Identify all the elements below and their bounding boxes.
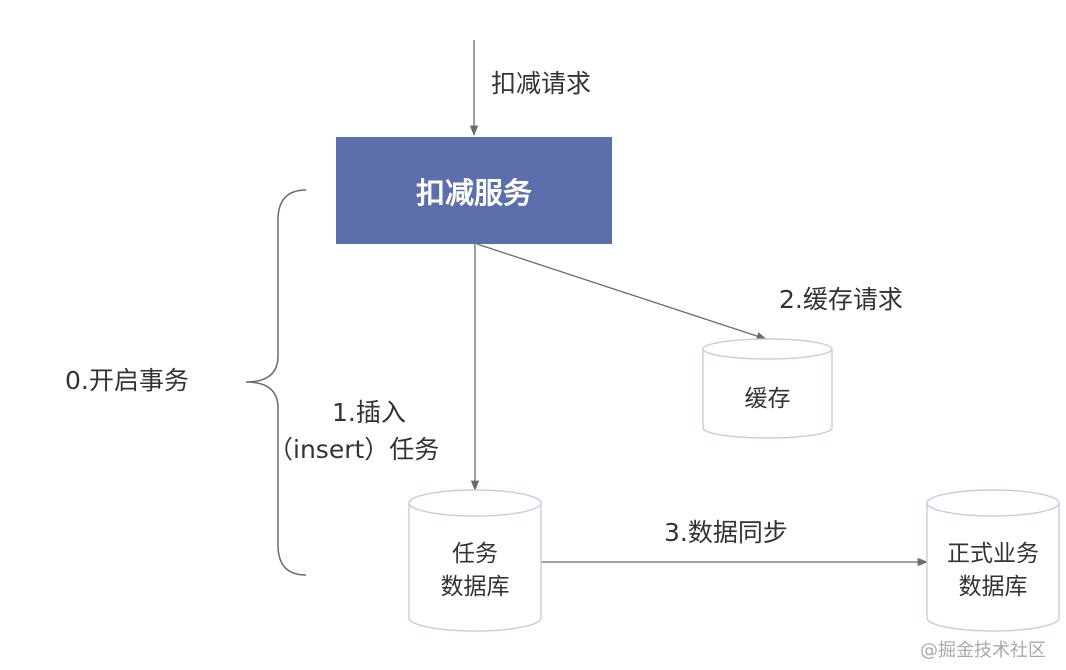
task-db-label-line2: 数据库: [440, 574, 510, 601]
task-db-label: 任务 数据库: [409, 538, 541, 605]
insert-step-label-line2: （insert）任务: [268, 435, 440, 464]
data-sync-label: 3.数据同步: [664, 518, 788, 547]
cache-arrow: [476, 243, 767, 341]
request-label: 扣减请求: [491, 69, 592, 98]
business-db-label-line2: 数据库: [958, 574, 1028, 601]
task-db-label-line1: 任务: [452, 541, 498, 567]
business-db-label-line1: 正式业务: [947, 541, 1039, 567]
business-db-cylinder: [926, 489, 1060, 632]
cache-request-label: 2.缓存请求: [779, 285, 903, 314]
insert-step-label-line1: 1.插入: [332, 398, 406, 427]
deduction-service-box: 扣减服务: [336, 137, 612, 244]
cache-db-label: 缓存: [744, 386, 791, 412]
cache-cylinder: [702, 338, 833, 439]
transaction-brace: [245, 189, 307, 576]
business-db-label: 正式业务 数据库: [927, 538, 1059, 605]
watermark: @掘金技术社区: [920, 640, 1046, 661]
transaction-label: 0.开启事务: [65, 366, 189, 395]
task-db-cylinder: [408, 489, 542, 632]
deduction-service-label: 扣减服务: [415, 175, 532, 210]
